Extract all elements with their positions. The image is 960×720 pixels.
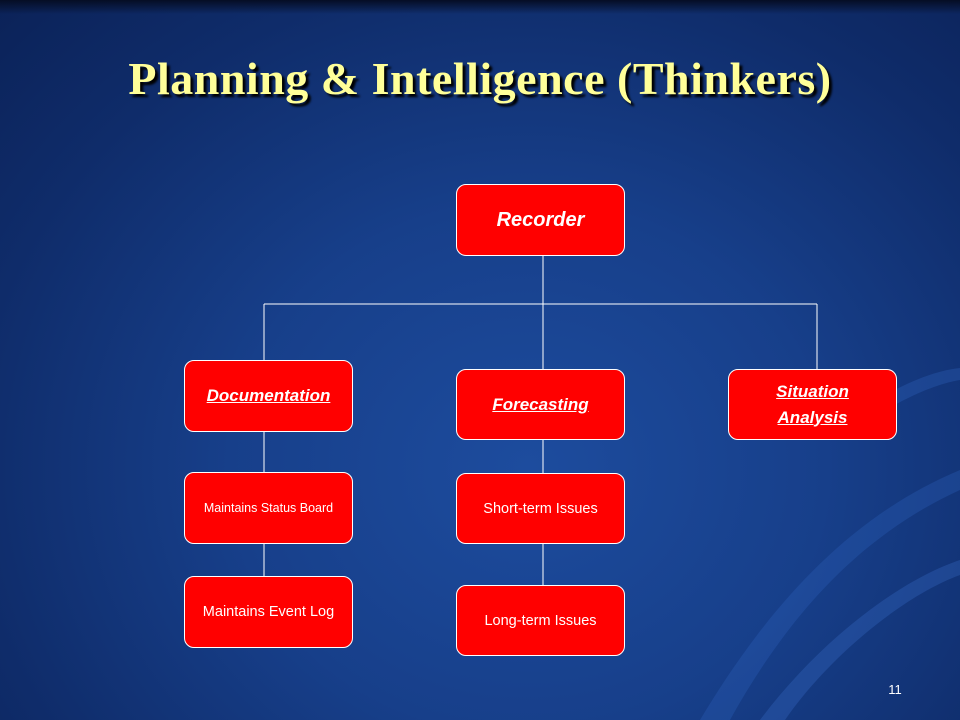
recorder-box: Recorder xyxy=(456,184,625,256)
situation-analysis-label: Situation Analysis xyxy=(776,381,849,427)
slide-title: Planning & Intelligence (Thinkers) xyxy=(128,53,832,104)
long-term-issues-label: Long-term Issues xyxy=(484,612,597,629)
documentation-box: Documentation xyxy=(184,360,353,432)
status-board-box: Maintains Status Board xyxy=(184,472,353,544)
short-term-issues-box: Short-term Issues xyxy=(456,473,625,544)
event-log-label: Maintains Event Log xyxy=(202,604,335,620)
short-term-issues-label: Short-term Issues xyxy=(483,500,598,517)
event-log-box: Maintains Event Log xyxy=(184,576,353,648)
long-term-issues-box: Long-term Issues xyxy=(456,585,625,656)
situation-analysis-box: Situation Analysis xyxy=(728,369,897,440)
forecasting-label: Forecasting xyxy=(492,394,589,414)
documentation-label: Documentation xyxy=(206,386,331,405)
status-board-label: Maintains Status Board xyxy=(203,501,334,515)
forecasting-box: Forecasting xyxy=(456,369,625,440)
recorder-label: Recorder xyxy=(496,208,585,231)
top-band xyxy=(0,0,960,14)
page-number: 11 xyxy=(888,682,902,697)
